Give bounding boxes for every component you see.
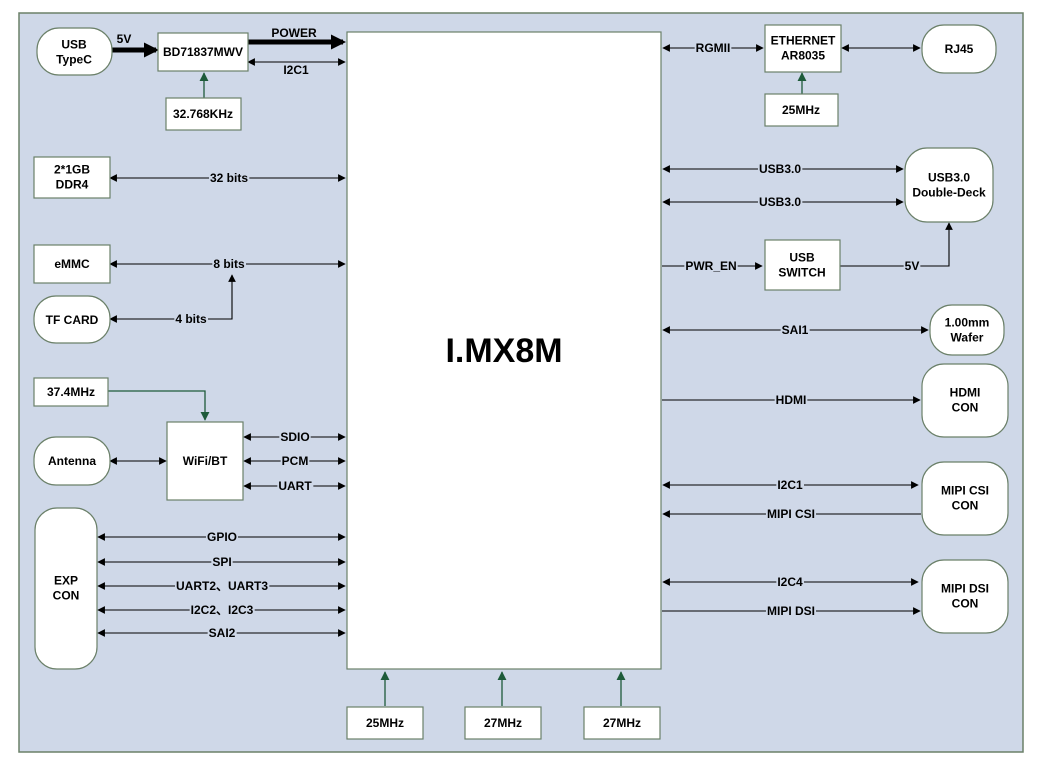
tf-bus-label: 4 bits xyxy=(175,312,207,326)
antenna-block xyxy=(33,436,111,486)
usb30-b-label: USB3.0 xyxy=(759,195,801,209)
rj45-label: RJ45 xyxy=(945,42,974,56)
tf-card-block xyxy=(33,295,111,344)
v5-usb-label: 5V xyxy=(905,259,920,273)
usb-typec-block xyxy=(36,27,113,76)
label-backing xyxy=(903,259,921,273)
ddr-block xyxy=(33,156,111,199)
chip-label: I.MX8M xyxy=(445,332,562,370)
osc-bottom-3-block xyxy=(583,706,661,740)
eth-osc-label: 25MHz xyxy=(782,103,820,117)
hdmi-label: HDMI xyxy=(776,393,807,407)
label-backing xyxy=(694,41,732,55)
label-backing xyxy=(280,454,310,468)
mipi-csi-label: MIPI CSI xyxy=(767,507,815,521)
i2c1-csi-label: I2C1 xyxy=(777,478,803,492)
rgmii-label: RGMII xyxy=(696,41,731,55)
osc-bottom-1-block xyxy=(346,706,424,740)
wifi-osc-label: 37.4MHz xyxy=(47,385,95,399)
pmic-label: BD71837MWV xyxy=(163,45,243,59)
sai2-label: SAI2 xyxy=(209,626,236,640)
wifi-bt-label: WiFi/BT xyxy=(183,454,228,468)
mipi-dsi-con-block xyxy=(921,559,1009,634)
pmic-block xyxy=(157,32,249,72)
imx8m-chip xyxy=(346,31,662,670)
osc-bottom-2-block xyxy=(464,706,542,740)
label-backing xyxy=(774,393,808,407)
label-backing xyxy=(208,171,250,185)
osc-bottom-1-label: 25MHz xyxy=(366,716,404,730)
gpio-label: GPIO xyxy=(207,530,237,544)
label-backing xyxy=(765,507,817,521)
v5-usb-line xyxy=(840,222,953,267)
sai1-label: SAI1 xyxy=(782,323,809,337)
usb30-a-label: USB3.0 xyxy=(759,162,801,176)
osc-bottom-2-label: 27MHz xyxy=(484,716,522,730)
label-backing xyxy=(212,257,246,271)
label-backing xyxy=(776,478,804,492)
label-backing xyxy=(279,430,311,444)
eth-osc-block xyxy=(764,93,839,127)
ethernet-block xyxy=(764,24,842,73)
hdmi-con-block xyxy=(921,363,1009,438)
label-backing xyxy=(757,195,803,209)
wifi-osc-block xyxy=(33,377,109,407)
label-backing xyxy=(277,479,314,493)
label-backing xyxy=(174,312,208,326)
power-label: POWER xyxy=(271,26,317,40)
emmc-label: eMMC xyxy=(54,257,90,271)
exp-con-block xyxy=(34,507,98,670)
rj45-block xyxy=(921,24,997,74)
label-backing xyxy=(776,575,804,589)
emmc-bus-label: 8 bits xyxy=(213,257,245,271)
wifi-bt-block xyxy=(166,421,244,501)
label-backing xyxy=(207,626,237,640)
tf-card-label: TF CARD xyxy=(46,313,99,327)
usb30-deck-block xyxy=(904,147,994,223)
label-backing xyxy=(189,603,255,617)
ddr-bus-label: 32 bits xyxy=(210,171,248,185)
i2c1-pmic-label: I2C1 xyxy=(283,63,309,77)
spi-label: SPI xyxy=(212,555,231,569)
mipi-csi-con-block xyxy=(921,461,1009,536)
antenna-label: Antenna xyxy=(48,454,96,468)
wafer-block xyxy=(929,304,1005,356)
label-backing xyxy=(765,604,817,618)
label-backing xyxy=(174,579,270,593)
i2c23-label: I2C2、I2C3 xyxy=(191,603,254,617)
pcm-label: PCM xyxy=(282,454,309,468)
mipi-dsi-label: MIPI DSI xyxy=(767,604,815,618)
label-backing xyxy=(211,555,233,569)
pwr-en-label: PWR_EN xyxy=(685,259,736,273)
i2c4-label: I2C4 xyxy=(777,575,803,589)
osc-32k-block xyxy=(165,97,242,131)
label-backing xyxy=(205,530,239,544)
sdio-label: SDIO xyxy=(280,430,309,444)
usb-switch-block xyxy=(764,239,841,291)
wifi-osc-arrow xyxy=(108,390,210,421)
label-backing xyxy=(684,259,738,273)
osc-32k-label: 32.768KHz xyxy=(173,107,233,121)
uart23-label: UART2、UART3 xyxy=(176,579,268,593)
tf-bus-line xyxy=(109,274,236,323)
uart-label: UART xyxy=(278,479,312,493)
osc-bottom-3-label: 27MHz xyxy=(603,716,641,730)
label-backing xyxy=(757,162,803,176)
emmc-block xyxy=(33,244,111,284)
v5-input-label: 5V xyxy=(117,32,132,46)
label-backing xyxy=(780,323,810,337)
